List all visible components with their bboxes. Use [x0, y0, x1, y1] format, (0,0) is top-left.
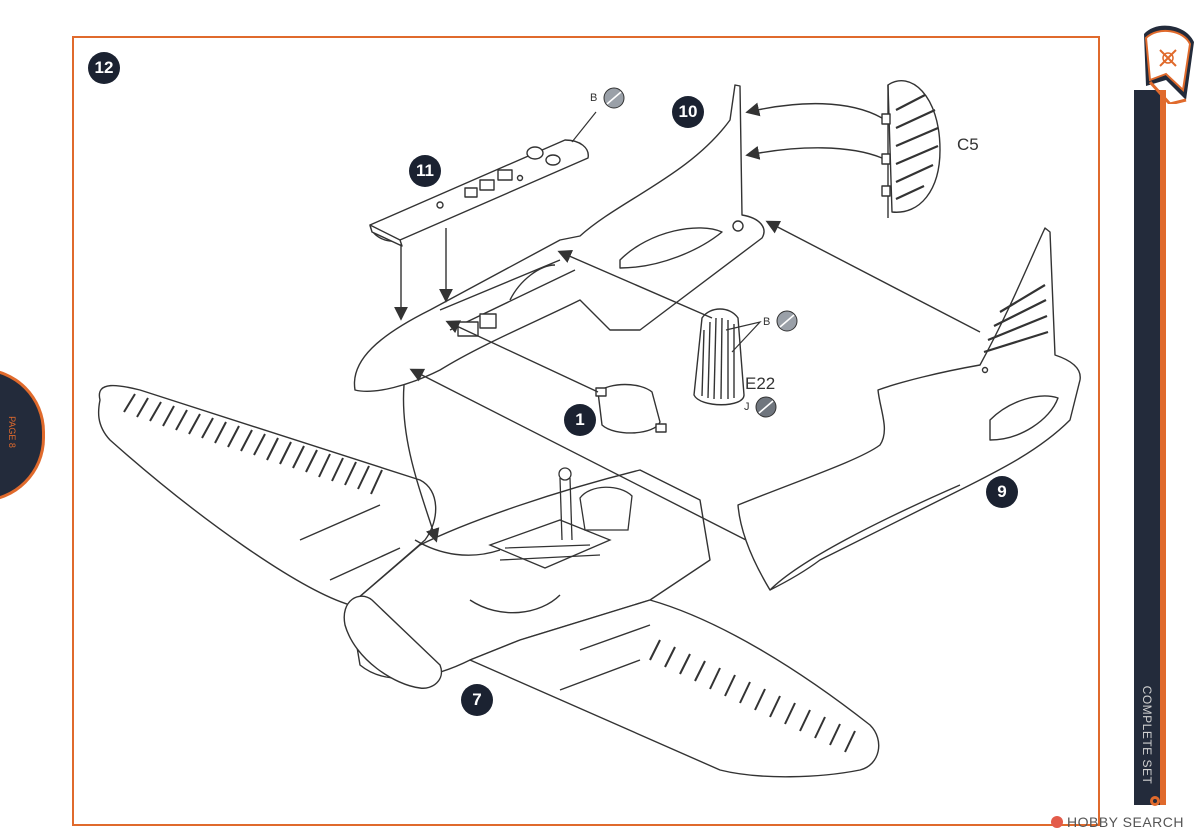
part-label-rudder: C5 [957, 135, 979, 154]
part-label-headrest: E22 [745, 374, 776, 393]
paint-code-headrest-bottom: J [744, 401, 750, 413]
fin-stripes [983, 284, 1049, 354]
paint-swatches [603, 87, 798, 418]
watermark-text: HOBBY SEARCH [1067, 814, 1184, 830]
left-wing-flaps [123, 393, 383, 495]
watermark: HOBBY SEARCH [1051, 814, 1184, 830]
rudder-stripes [895, 94, 939, 200]
fuselage-left-half [353, 84, 765, 392]
leader-lines [571, 111, 762, 353]
step-callout-fuselage-right: 9 [986, 476, 1018, 508]
step-callout-rudder: 10 [672, 96, 704, 128]
right-wing-flaps [649, 639, 856, 753]
brand-logo-icon [1144, 25, 1194, 104]
page-tab-label: PAGE 8 [7, 416, 17, 448]
side-strip [1134, 90, 1160, 805]
step-callout-canopy-deck: 11 [409, 155, 441, 187]
paint-code-deck: B [590, 92, 598, 104]
watermark-mark-icon [1051, 816, 1063, 828]
assembly-arrows [394, 102, 981, 543]
gear-icon [1150, 796, 1160, 806]
fuselage-right-half [737, 227, 1081, 591]
step-callout-main: 12 [88, 52, 120, 84]
step-callout-bulkhead: 1 [564, 404, 596, 436]
headrest-part [693, 308, 745, 406]
side-strip-label: COMPLETE SET [1140, 685, 1154, 785]
side-strip-accent [1160, 90, 1166, 805]
bulkhead-part [595, 383, 667, 434]
step-callout-wing: 7 [461, 684, 493, 716]
headrest-ribs [701, 317, 735, 400]
cockpit-deck [369, 139, 589, 247]
cockpit-seat [488, 467, 633, 569]
step-frame [72, 36, 1100, 826]
wing-assembly [97, 384, 880, 778]
paint-code-headrest-top: B [763, 316, 771, 328]
